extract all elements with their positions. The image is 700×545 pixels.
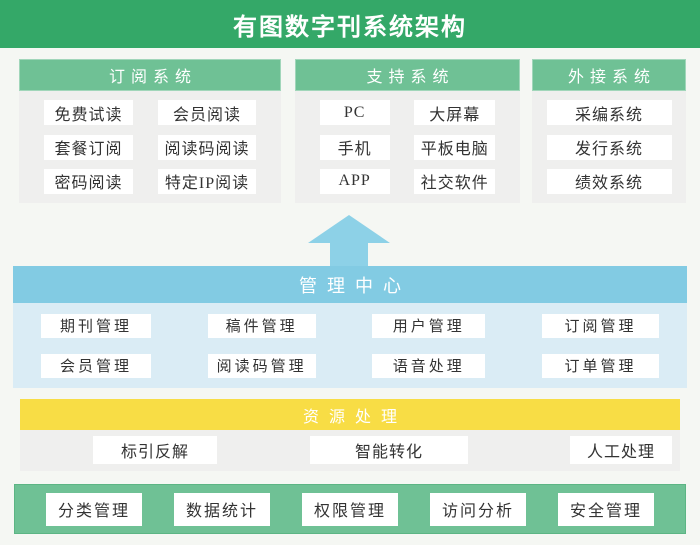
item-box: 发行系统 [546, 134, 672, 160]
item-box: 社交软件 [414, 168, 496, 194]
item-box: 采编系统 [546, 100, 672, 126]
item-box: 标引反解 [93, 436, 217, 464]
item-box: 智能转化 [310, 436, 468, 464]
item-box: 大屏幕 [414, 100, 496, 126]
item-box: 密码阅读 [44, 168, 133, 194]
diagram-title-bar: 有图数字刊系统架构 [0, 0, 700, 48]
item-box: 免费试读 [44, 100, 133, 126]
item-box: 数据统计 [174, 492, 270, 526]
item-row: 绩效系统 [532, 168, 686, 194]
section-external-header: 外接系统 [532, 59, 686, 91]
section-support-body: PC 大屏幕 手机 平板电脑 APP 社交软件 [295, 91, 520, 203]
item-box: 安全管理 [558, 492, 654, 526]
item-box: 期刊管理 [41, 313, 151, 338]
section-external: 外接系统 采编系统 发行系统 绩效系统 [532, 59, 686, 203]
item-row: PC 大屏幕 [295, 100, 520, 126]
item-row: 会员管理 阅读码管理 语音处理 订单管理 [41, 353, 659, 378]
section-subscription-body: 免费试读 会员阅读 套餐订阅 阅读码阅读 密码阅读 特定IP阅读 [19, 91, 281, 203]
item-box: 权限管理 [302, 492, 398, 526]
item-row: APP 社交软件 [295, 168, 520, 194]
management-center-body: 期刊管理 稿件管理 用户管理 订阅管理 会员管理 阅读码管理 语音处理 订单管理 [13, 303, 687, 388]
item-row: 套餐订阅 阅读码阅读 [19, 134, 281, 160]
section-subscription-header: 订阅系统 [19, 59, 281, 91]
item-box: 分类管理 [46, 492, 142, 526]
item-row: 密码阅读 特定IP阅读 [19, 168, 281, 194]
section-subscription: 订阅系统 免费试读 会员阅读 套餐订阅 阅读码阅读 密码阅读 特定IP阅读 [19, 59, 281, 203]
item-box: 套餐订阅 [44, 134, 133, 160]
bottom-strip: 分类管理 数据统计 权限管理 访问分析 安全管理 [14, 484, 686, 534]
item-box: 手机 [319, 134, 390, 160]
item-box: 订单管理 [541, 353, 659, 378]
item-box: 阅读码管理 [207, 353, 316, 378]
item-row: 期刊管理 稿件管理 用户管理 订阅管理 [41, 313, 659, 338]
item-row: 免费试读 会员阅读 [19, 100, 281, 126]
item-box: 会员管理 [41, 353, 151, 378]
resource-processing-title: 资源处理 [302, 408, 407, 426]
item-box: 阅读码阅读 [158, 134, 256, 160]
item-box: 特定IP阅读 [158, 168, 256, 194]
item-box: 用户管理 [372, 313, 486, 338]
item-row: 手机 平板电脑 [295, 134, 520, 160]
item-box: 会员阅读 [158, 100, 256, 126]
item-box: 访问分析 [430, 492, 526, 526]
resource-processing-body: 标引反解 智能转化 人工处理 [20, 430, 680, 471]
item-box: 平板电脑 [414, 134, 496, 160]
item-box: 语音处理 [372, 353, 486, 378]
section-support-header: 支持系统 [295, 59, 520, 91]
section-external-body: 采编系统 发行系统 绩效系统 [532, 91, 686, 203]
section-support: 支持系统 PC 大屏幕 手机 平板电脑 APP 社交软件 [295, 59, 520, 203]
resource-processing-bar: 资源处理 [20, 399, 680, 430]
item-box: 稿件管理 [207, 313, 316, 338]
item-box: APP [319, 168, 390, 194]
item-box: 绩效系统 [546, 168, 672, 194]
item-box: 人工处理 [570, 436, 672, 464]
up-arrow-icon [308, 215, 390, 266]
item-row: 采编系统 [532, 100, 686, 126]
item-row: 发行系统 [532, 134, 686, 160]
item-box: PC [319, 100, 390, 126]
diagram-title: 有图数字刊系统架构 [233, 14, 467, 41]
item-box: 订阅管理 [541, 313, 659, 338]
management-center-title: 管理中心 [299, 275, 411, 296]
management-center-bar: 管理中心 [13, 266, 687, 303]
